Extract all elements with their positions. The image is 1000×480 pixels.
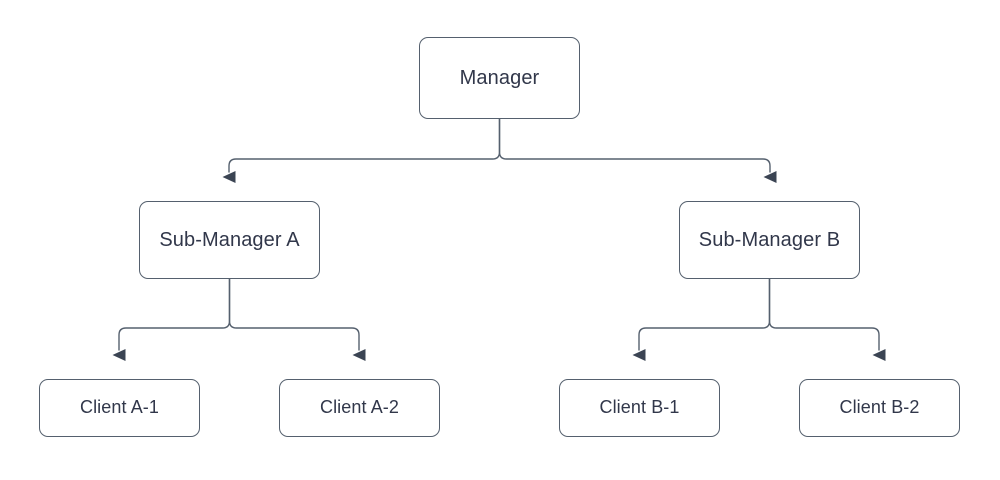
- node-client-a-1[interactable]: Client A-1: [39, 379, 200, 437]
- node-client-a-1-label: Client A-1: [79, 397, 160, 418]
- node-client-a-2-label: Client A-2: [319, 397, 400, 418]
- node-client-b-2[interactable]: Client B-2: [799, 379, 960, 437]
- node-manager[interactable]: Manager: [419, 37, 580, 119]
- node-manager-label: Manager: [459, 67, 540, 89]
- edge-sub-manager-a-to-client-a2: [228, 278, 366, 361]
- node-sub-manager-a[interactable]: Sub-Manager A: [139, 201, 320, 279]
- node-client-b-1[interactable]: Client B-1: [559, 379, 720, 437]
- edge-manager-to-sub-manager-b: [498, 118, 777, 183]
- node-sub-manager-a-label: Sub-Manager A: [159, 229, 300, 251]
- edge-sub-manager-b-to-client-b1: [632, 278, 771, 361]
- edge-manager-to-sub-manager-a: [222, 118, 501, 183]
- node-client-a-2[interactable]: Client A-2: [279, 379, 440, 437]
- edge-sub-manager-b-to-client-b2: [768, 278, 886, 361]
- node-client-b-1-label: Client B-1: [599, 397, 680, 418]
- node-sub-manager-b-label: Sub-Manager B: [698, 229, 841, 251]
- edge-sub-manager-a-to-client-a1: [112, 278, 231, 361]
- node-sub-manager-b[interactable]: Sub-Manager B: [679, 201, 860, 279]
- node-client-b-2-label: Client B-2: [839, 397, 920, 418]
